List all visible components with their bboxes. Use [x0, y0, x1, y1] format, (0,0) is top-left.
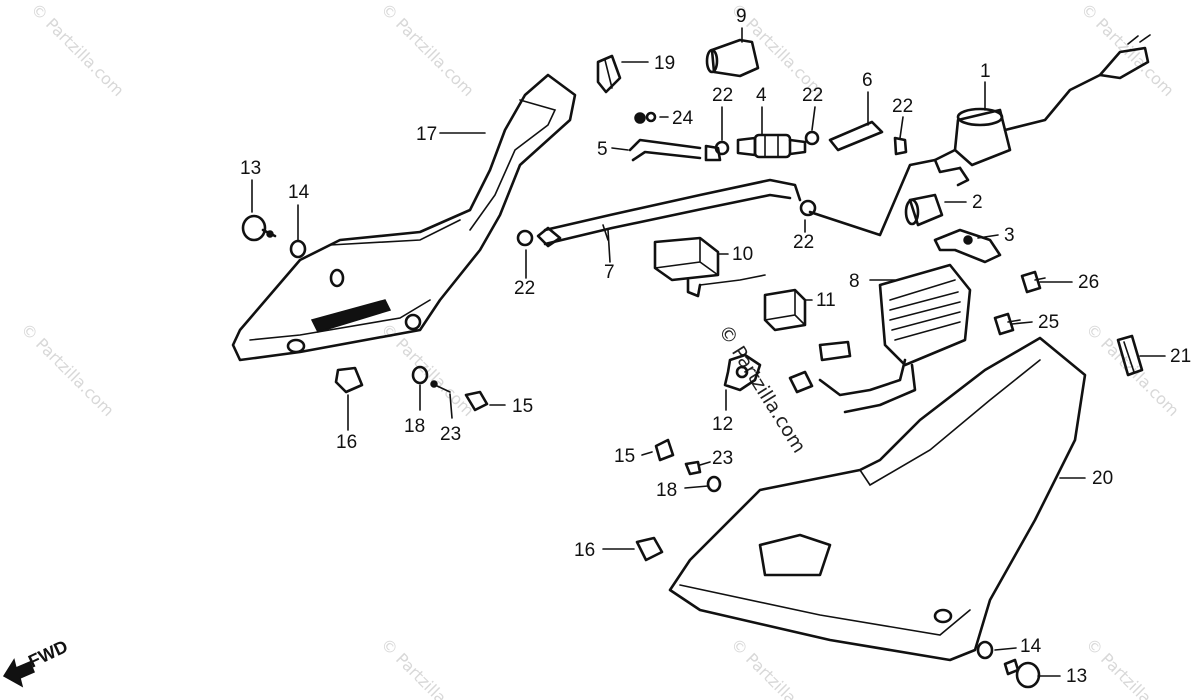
callout-11: 11	[816, 290, 836, 311]
part-18-collar-right	[706, 475, 722, 493]
callout-22: 22	[712, 85, 733, 106]
callout-1: 1	[980, 61, 991, 82]
part-16-grommet-right	[635, 536, 664, 562]
part-13-bolt-left	[241, 214, 277, 242]
callout-20: 20	[1092, 468, 1113, 489]
callout-18: 18	[404, 416, 425, 437]
watermark: © Partzilla.com	[377, 634, 478, 700]
fwd-label: FWD	[25, 636, 71, 671]
callout-2: 2	[972, 192, 983, 213]
part-10-unit	[653, 236, 766, 298]
callout-22: 22	[892, 96, 913, 117]
part-23-screw-left	[430, 380, 451, 393]
part-11-relay	[763, 288, 807, 332]
watermark: © Partzilla.com	[377, 0, 478, 100]
callout-15: 15	[512, 396, 533, 417]
callout-16: 16	[336, 432, 357, 453]
callout-3: 3	[1004, 225, 1015, 246]
part-8-regulator	[788, 263, 972, 414]
callout-17: 17	[416, 124, 437, 145]
callout-16: 16	[574, 540, 595, 561]
callout-13: 13	[240, 158, 261, 179]
part-7-long-hose	[516, 178, 817, 248]
watermark: © Partzilla.com	[727, 634, 828, 700]
part-26-bolt	[1020, 270, 1046, 294]
callout-7: 7	[604, 262, 615, 283]
part-13-bolt-right	[1003, 658, 1041, 689]
part-15-nut-left	[464, 390, 489, 412]
callout-6: 6	[862, 70, 873, 91]
callout-23: 23	[440, 424, 461, 445]
watermark: © Partzilla.com	[1082, 634, 1183, 700]
forward-direction-indicator: FWD	[2, 636, 71, 688]
callout-14: 14	[288, 182, 310, 203]
part-20-right-side-cover	[668, 336, 1087, 662]
watermark: © Partzilla.com	[27, 0, 128, 100]
part-12-stay	[723, 353, 762, 392]
callout-22: 22	[793, 232, 814, 253]
part-18-collar-left	[411, 365, 429, 385]
callout-25: 25	[1038, 312, 1059, 333]
callout-19: 19	[654, 53, 675, 74]
callout-24: 24	[672, 108, 694, 129]
part-9-cap	[705, 38, 760, 78]
part-16-grommet-left	[334, 366, 364, 394]
part-15-nut-right	[654, 438, 675, 462]
leader-lines	[251, 27, 1166, 677]
part-14-washer-right	[976, 640, 994, 660]
part-4-filter	[714, 130, 820, 159]
part-17-left-side-cover	[231, 73, 577, 362]
part-6-short-hose	[828, 120, 908, 156]
callout-12: 12	[712, 414, 733, 435]
callout-9: 9	[736, 6, 747, 27]
callout-22: 22	[802, 85, 823, 106]
part-1-fuel-pump	[808, 34, 1151, 237]
part-24-clamp	[634, 111, 657, 124]
callout-8: 8	[849, 271, 860, 292]
callout-14: 14	[1020, 636, 1042, 657]
callout-18: 18	[656, 480, 677, 501]
part-2-rubber	[904, 193, 944, 227]
callout-26: 26	[1078, 272, 1099, 293]
part-19-clip	[596, 54, 622, 94]
part-25-bolt	[993, 312, 1021, 336]
callout-13: 13	[1066, 666, 1087, 687]
watermark: © Partzilla.com	[17, 319, 118, 420]
callout-4: 4	[756, 85, 767, 106]
callout-23: 23	[712, 448, 733, 469]
part-5-hose	[628, 138, 722, 162]
callout-21: 21	[1170, 346, 1191, 367]
part-23-screw-right	[684, 460, 702, 476]
callout-22: 22	[514, 278, 535, 299]
forward-arrow-icon	[2, 658, 35, 688]
part-21-clip	[1116, 334, 1144, 377]
watermark-layer: © Partzilla.com © Partzilla.com © Partzi…	[17, 0, 1183, 700]
callout-5: 5	[597, 139, 608, 160]
part-14-washer-left	[289, 239, 307, 259]
callout-10: 10	[732, 244, 753, 265]
part-3-bracket	[933, 228, 1002, 264]
callout-labels: 9 19 24 22 4 22 6 22 1 5 17 13 14 2 3 22…	[240, 6, 1191, 687]
callout-15: 15	[614, 446, 635, 467]
